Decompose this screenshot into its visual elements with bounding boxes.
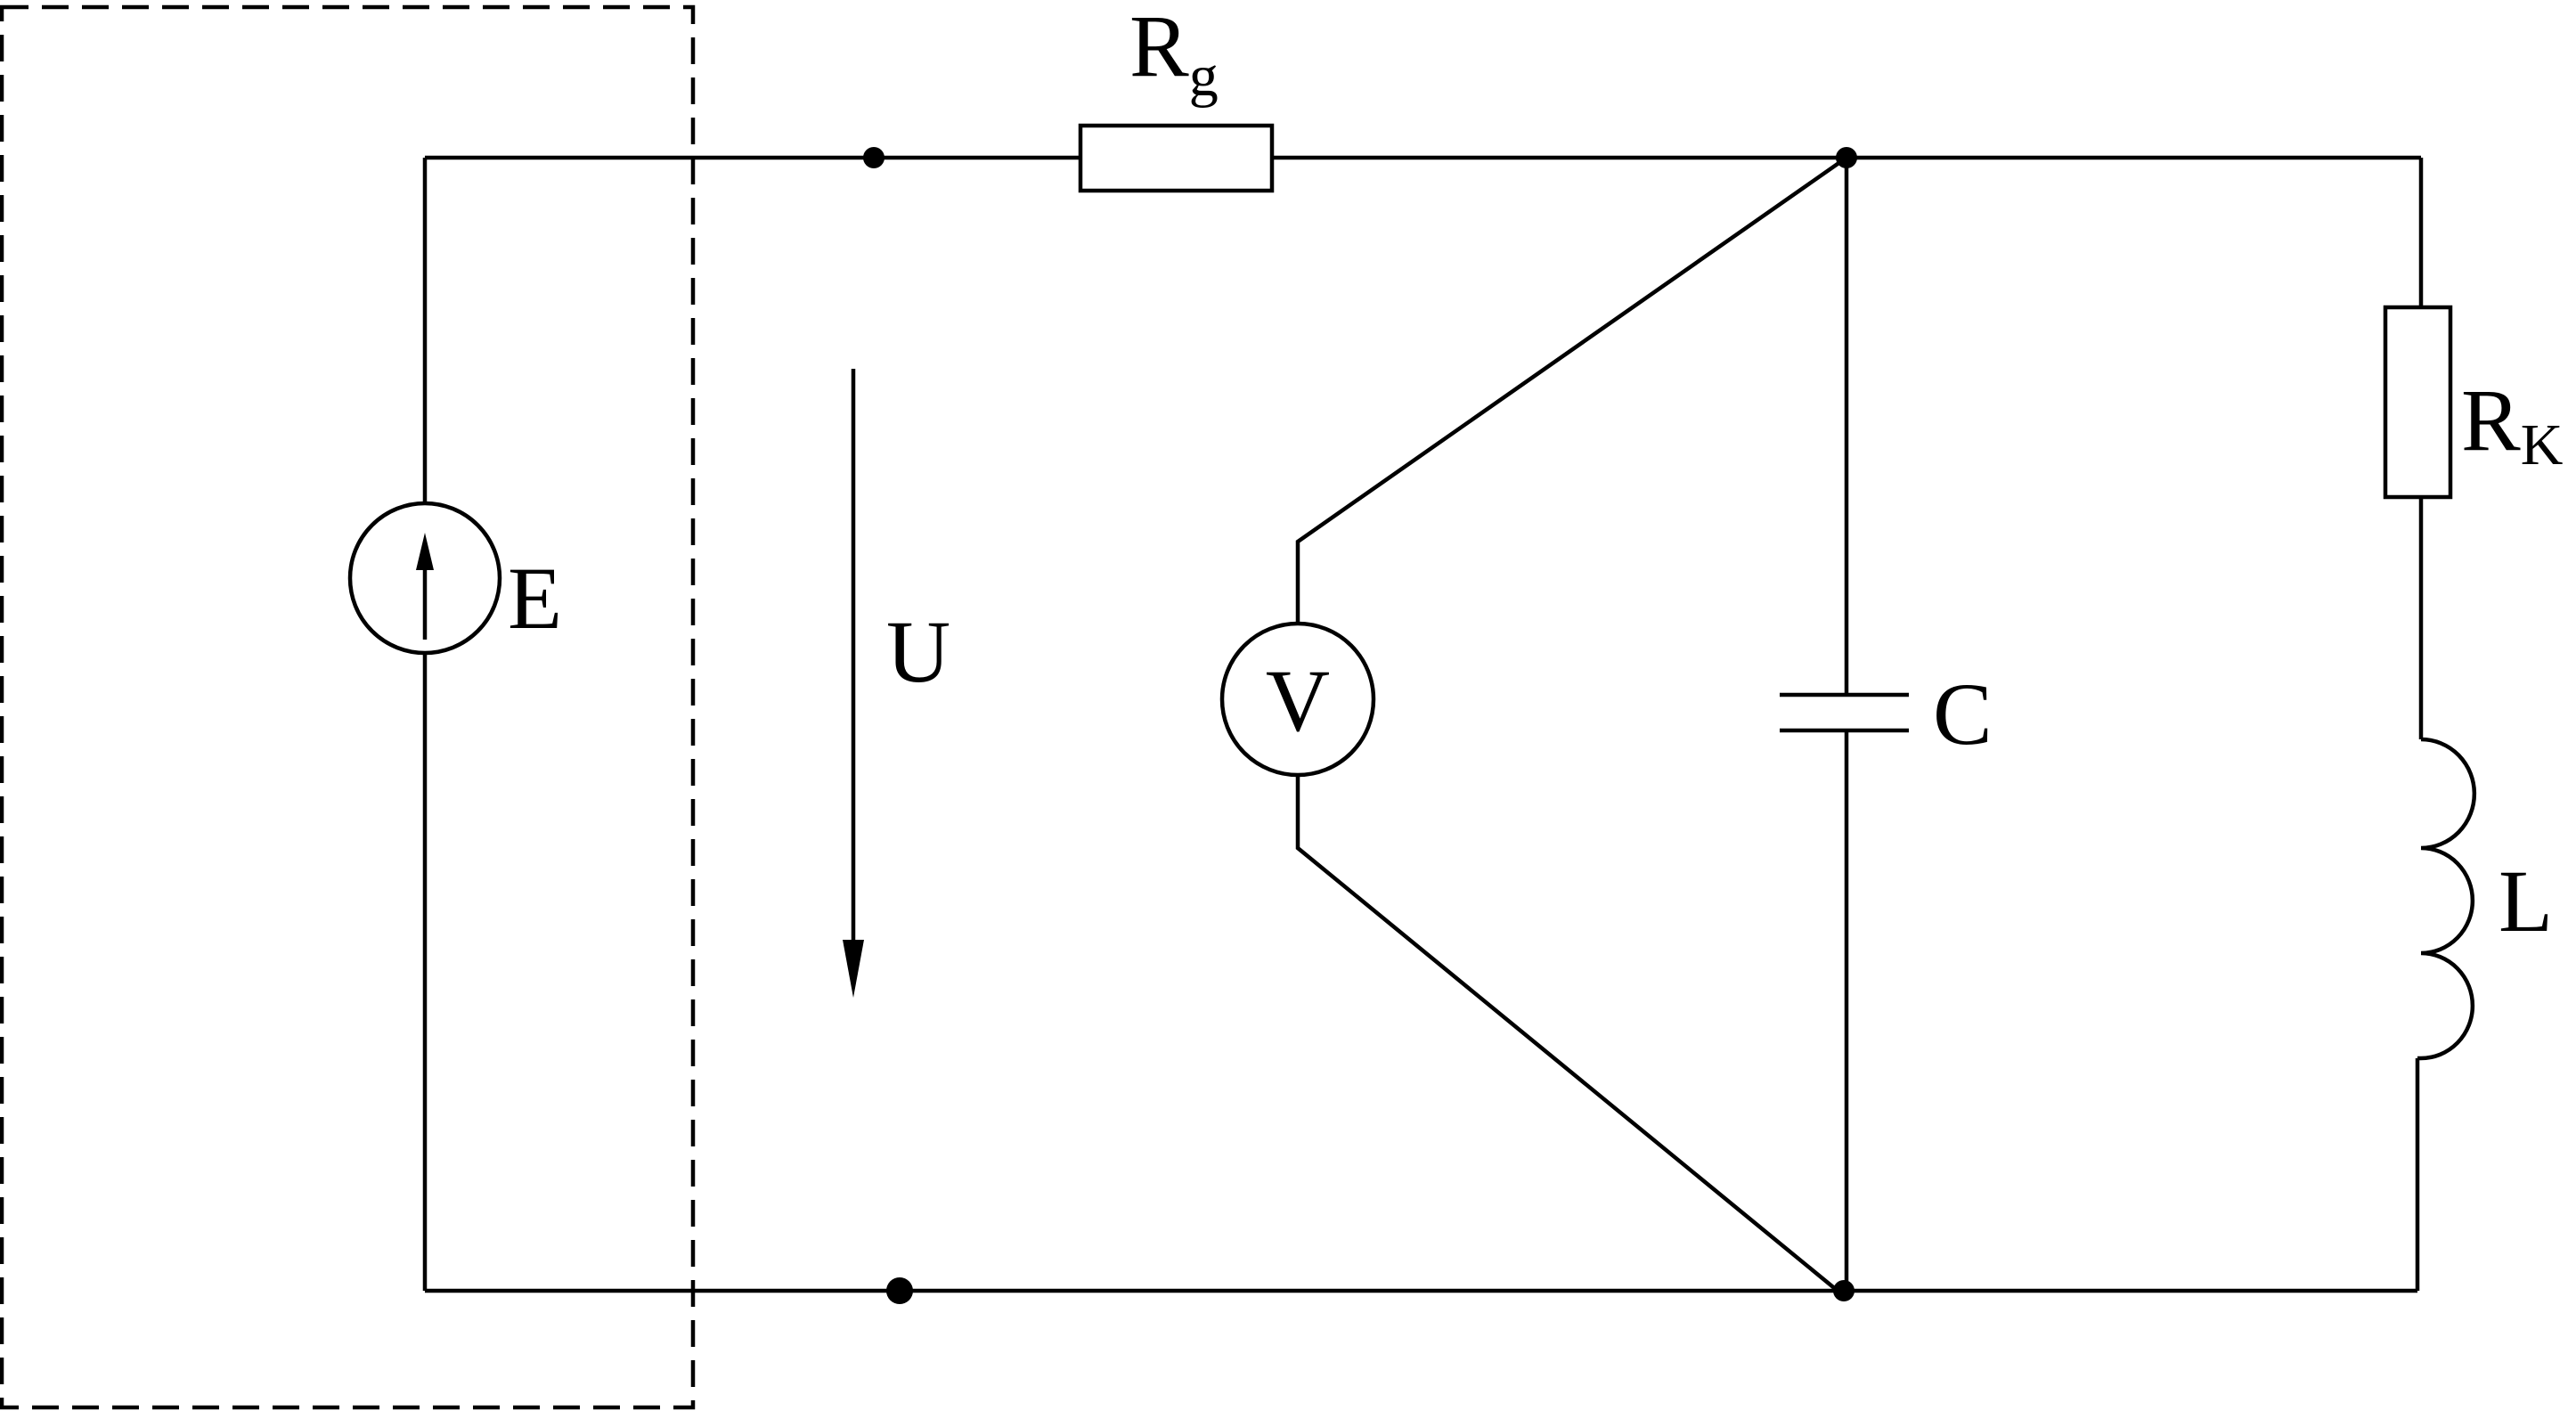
- label-rk: RK: [2461, 371, 2563, 477]
- inductor-l: [2417, 737, 2477, 1061]
- label-l: L: [2499, 852, 2553, 950]
- voltage-arrow-u: [843, 369, 864, 998]
- junction-node: [863, 147, 884, 168]
- junction-node: [886, 1277, 913, 1304]
- label-u: U: [886, 602, 950, 701]
- label-c: C: [1933, 665, 1993, 763]
- right-branch-wire: [2415, 158, 2424, 1291]
- voltmeter: [1219, 621, 1376, 778]
- voltmeter-leads: [1295, 156, 1848, 1293]
- resistor-rk: [2383, 305, 2453, 500]
- capacitor-c: [1780, 692, 1909, 733]
- voltage-source-e: [347, 501, 502, 656]
- resistor-rg: [1078, 123, 1275, 193]
- source-enclosure: [0, 4, 696, 1410]
- junction-node: [1833, 1280, 1855, 1301]
- junction-node: [1836, 147, 1857, 168]
- label-rg: Rg: [1129, 0, 1219, 109]
- label-e: E: [508, 549, 562, 648]
- label-v: V: [1266, 651, 1330, 750]
